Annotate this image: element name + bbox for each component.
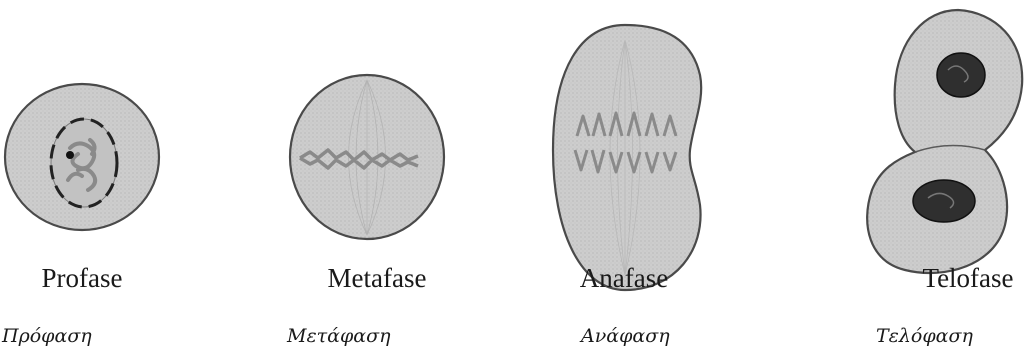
metaphase-cell bbox=[290, 75, 444, 239]
anaphase-cell bbox=[553, 25, 701, 290]
telophase-cells bbox=[867, 10, 1022, 273]
greek-label-anaphase: Ανάφαση bbox=[579, 325, 670, 347]
label-prophase: Profase bbox=[42, 263, 123, 293]
nucleolus bbox=[66, 151, 74, 159]
greek-label-prophase: Πρόφαση bbox=[1, 325, 92, 347]
greek-label-metaphase: Μετάφαση bbox=[286, 325, 391, 347]
greek-label-telophase: Τελόφαση bbox=[876, 325, 973, 347]
lower-daughter-nucleus bbox=[913, 180, 975, 222]
label-telophase: Telofase bbox=[922, 263, 1013, 293]
upper-daughter-nucleus bbox=[937, 53, 985, 97]
label-metaphase: Metafase bbox=[328, 263, 427, 293]
label-anaphase: Anafase bbox=[580, 263, 668, 293]
prophase-cell bbox=[5, 84, 159, 230]
